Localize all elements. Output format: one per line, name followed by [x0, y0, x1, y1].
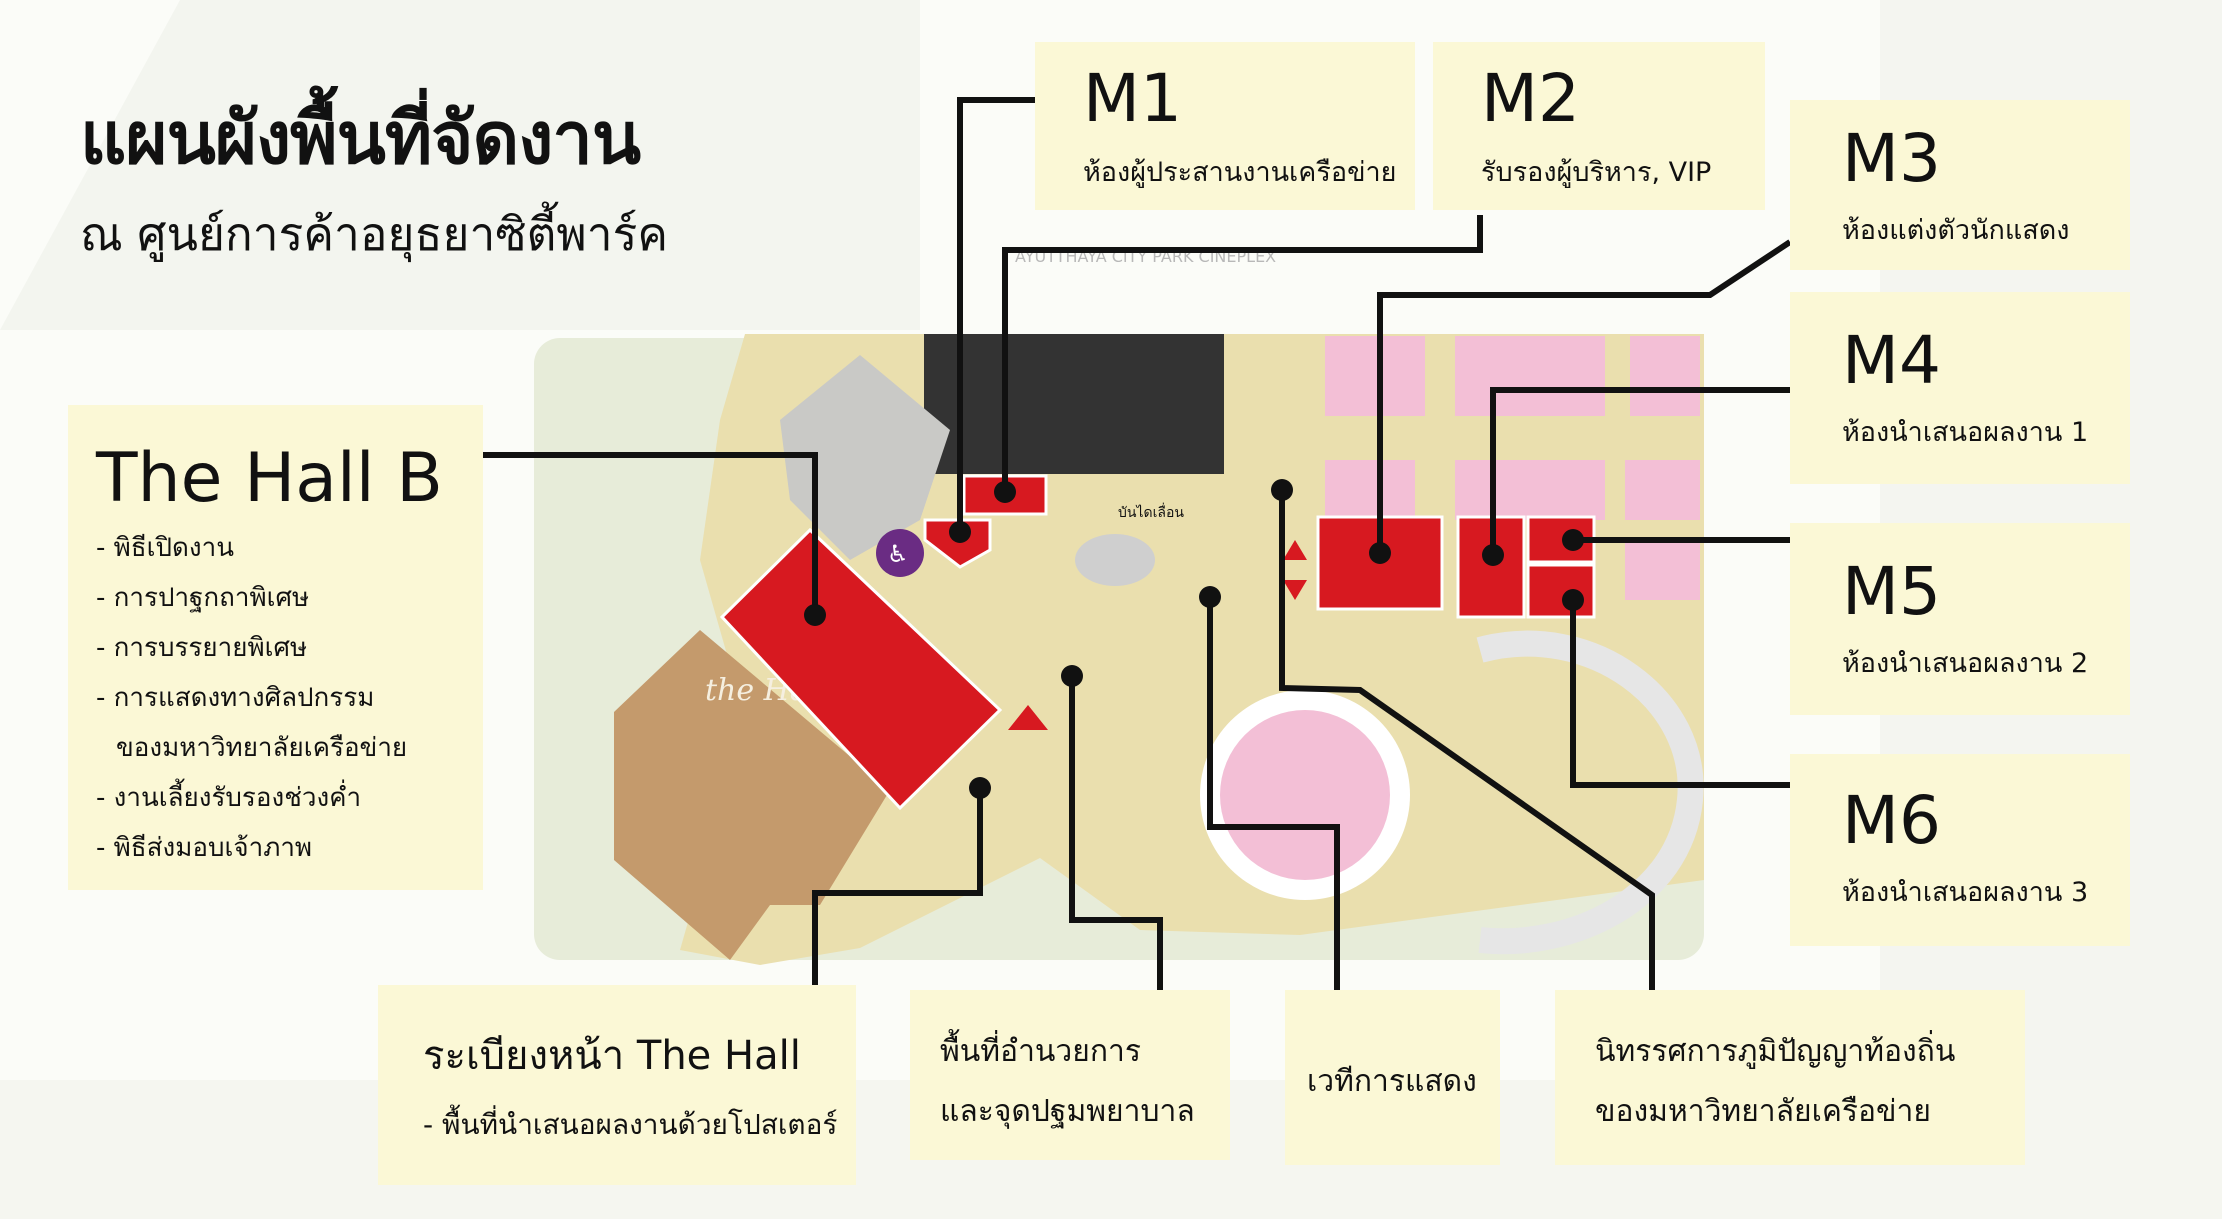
label-facility: พื้นที่อำนวยการ และจุดปฐมพยาบาล	[910, 990, 1230, 1160]
room-code: M2	[1481, 60, 1580, 137]
restroom-glyph: ♿	[887, 540, 909, 568]
hall-b-item: - งานเลี้ยงรับรองช่วงค่ำ	[96, 783, 362, 813]
label-m4: M4 ห้องนำเสนอผลงาน 1	[1790, 292, 2130, 484]
hall-b-item: - การปาฐกถาพิเศษ	[96, 583, 310, 613]
hall-b-item: - พิธีส่งมอบเจ้าภาพ	[96, 833, 313, 863]
label-m5: M5 ห้องนำเสนอผลงาน 2	[1790, 523, 2130, 715]
label-m6: M6 ห้องนำเสนอผลงาน 3	[1790, 754, 2130, 946]
label-m2: M2 รับรองผู้บริหาร, VIP	[1433, 42, 1765, 210]
page-subtitle: ณ ศูนย์การค้าอยุธยาซิตี้พาร์ค	[80, 207, 669, 261]
room-desc: ห้องนำเสนอผลงาน 2	[1842, 648, 2089, 679]
cineplex-sign: AYUTTHAYA CITY PARK CINEPLEX	[1015, 247, 1276, 266]
room-desc: ห้องนำเสนอผลงาน 1	[1842, 417, 2089, 448]
facility-line1: พื้นที่อำนวยการ	[940, 1034, 1141, 1069]
room-code: M5	[1842, 553, 1941, 630]
room-code: M4	[1842, 322, 1941, 399]
hall-b-title: The Hall B	[96, 439, 443, 518]
label-m3: M3 ห้องแต่งตัวนักแสดง	[1790, 100, 2130, 270]
cineplex-block	[924, 334, 1224, 474]
room-desc: รับรองผู้บริหาร, VIP	[1481, 157, 1712, 188]
room-code: M1	[1083, 60, 1182, 137]
hall-b-activities: - พิธีเปิดงาน - การปาฐกถาพิเศษ - การบรรย…	[96, 523, 407, 873]
page-title: แผนผังพื้นที่จัดงาน	[80, 96, 641, 180]
room-m3-marker	[1316, 515, 1444, 611]
room-m1-marker	[962, 474, 1048, 516]
front-hall-sub: - พื้นที่นำเสนอผลงานด้วยโปสเตอร์	[423, 1108, 838, 1141]
room-m5-marker	[1526, 515, 1596, 564]
hall-b-item: - การบรรยายพิเศษ	[96, 633, 308, 663]
entrance-arrow-icon	[1008, 705, 1048, 730]
label-front-hall: ระเบียงหน้า The Hall - พื้นที่นำเสนอผลงา…	[378, 985, 856, 1185]
stage-label: เวทีการแสดง	[1307, 1064, 1477, 1099]
room-m4-marker	[1456, 515, 1526, 619]
label-stage: เวทีการแสดง	[1285, 990, 1500, 1165]
label-exhibition: นิทรรศการภูมิปัญญาท้องถิ่น ของมหาวิทยาลั…	[1555, 990, 2025, 1165]
front-hall-title: ระเบียงหน้า The Hall	[423, 1033, 801, 1079]
room-code: M6	[1842, 782, 1941, 859]
stage-circle	[1220, 710, 1390, 880]
hall-b-item: ของมหาวิทยาลัยเครือข่าย	[116, 733, 408, 763]
escalator-icon	[1075, 534, 1155, 586]
exhibition-line2: ของมหาวิทยาลัยเครือข่าย	[1595, 1094, 1931, 1129]
room-m6-marker	[1526, 563, 1596, 619]
room-desc: ห้องแต่งตัวนักแสดง	[1842, 215, 2070, 246]
faded-area-north	[0, 0, 920, 330]
label-m1: M1 ห้องผู้ประสานงานเครือข่าย	[1035, 42, 1415, 210]
hall-b-item: - พิธีเปิดงาน	[96, 533, 234, 563]
room-code: M3	[1842, 120, 1941, 197]
label-hall-b: The Hall B - พิธีเปิดงาน - การปาฐกถาพิเศ…	[68, 405, 483, 890]
escalator-label: บันไดเลื่อน	[1118, 503, 1184, 521]
restroom-icon	[876, 529, 924, 577]
hall-b-item: - การแสดงทางศิลปกรรม	[96, 683, 375, 713]
room-desc: ห้องผู้ประสานงานเครือข่าย	[1083, 157, 1397, 188]
grey-wing	[780, 355, 950, 560]
room-desc: ห้องนำเสนอผลงาน 3	[1842, 877, 2089, 908]
facility-line2: และจุดปฐมพยาบาล	[940, 1094, 1195, 1129]
exhibition-line1: นิทรรศการภูมิปัญญาท้องถิ่น	[1595, 1034, 1956, 1069]
